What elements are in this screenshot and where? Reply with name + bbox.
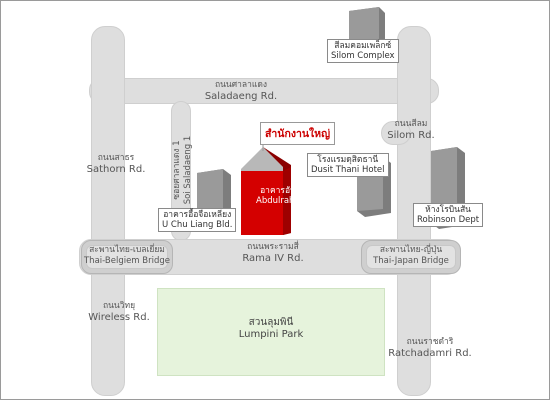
bridge-thai-belgium <box>81 240 173 274</box>
building-headquarters <box>241 147 291 235</box>
label-soi-saladaeng-en: Soi Saladaeng 1 <box>183 135 193 205</box>
label-u-chu-liang-thai: อาคารอื้อจือเหลียง <box>163 210 232 220</box>
label-thai-japan: สะพานไทย-ญี่ปุ่น Thai-Japan Bridge <box>361 245 461 267</box>
label-silom: ถนนสีลม Silom Rd. <box>381 119 441 141</box>
label-ratchadamri-thai: ถนนราชดำริ <box>406 337 454 347</box>
label-silom-complex-thai: สีลมคอมเพล็กซ์ <box>334 41 392 51</box>
label-dusit-thani: โรงแรมดุสิตธานี Dusit Thani Hotel <box>307 153 389 177</box>
label-ratchadamri-en: Ratchadamri Rd. <box>388 348 472 359</box>
label-rama-iv-en: Rama IV Rd. <box>242 253 304 264</box>
label-wireless-thai: ถนนวิทยุ <box>102 301 136 311</box>
label-thai-belgium: สะพานไทย-เบลเยี่ยม Thai-Belgiem Bridge <box>81 245 173 267</box>
label-lumpini-thai: สวนลุมพินี <box>248 317 294 328</box>
label-headquarters: สำนักงานใหญ่ <box>260 122 336 145</box>
label-robinson-thai: ห้างโรบินสัน <box>425 205 471 215</box>
label-u-chu-liang: อาคารอื้อจือเหลียง U Chu Liang Bld. <box>158 208 237 232</box>
label-dusit-thani-thai: โรงแรมดุสิตธานี <box>317 155 379 165</box>
label-soi-saladaeng: ซอยศาลาแดง 1 Soi Saladaeng 1 <box>172 125 194 215</box>
label-sathorn: ถนนสาธร Sathorn Rd. <box>76 153 156 175</box>
label-abdulrahim-thai: อาคารอับดุลราฮิม <box>260 186 327 196</box>
label-silom-thai: ถนนสีลม <box>394 119 428 129</box>
label-dusit-thani-en: Dusit Thani Hotel <box>311 165 385 175</box>
label-saladaeng-thai: ถนนศาลาแดง <box>214 80 268 90</box>
road-saladaeng <box>89 78 439 104</box>
label-robinson: ห้างโรบินสัน Robinson Dept <box>413 203 484 227</box>
label-thai-japan-en: Thai-Japan Bridge <box>373 256 449 266</box>
label-silom-complex: สีลมคอมเพล็กซ์ Silom Complex <box>327 39 399 63</box>
road-silom-stub <box>381 121 411 145</box>
label-lumpini-park: สวนลุมพินี Lumpini Park <box>157 317 385 341</box>
label-saladaeng: ถนนศาลาแดง Saladaeng Rd. <box>191 80 291 102</box>
label-saladaeng-en: Saladaeng Rd. <box>204 91 278 102</box>
label-abdulrahim-en: Abdulrahim Place <box>256 196 331 206</box>
label-sathorn-thai: ถนนสาธร <box>97 153 135 163</box>
label-thai-belgium-en: Thai-Belgiem Bridge <box>83 256 170 266</box>
label-abdulrahim: อาคารอับดุลราฮิม Abdulrahim Place <box>253 185 333 207</box>
label-silom-complex-en: Silom Complex <box>331 51 395 61</box>
lumpini-park <box>157 288 385 376</box>
label-sathorn-en: Sathorn Rd. <box>86 164 146 175</box>
label-rama-iv-thai: ถนนพระรามสี่ <box>247 242 299 252</box>
label-robinson-en: Robinson Dept <box>417 215 480 225</box>
label-u-chu-liang-en: U Chu Liang Bld. <box>162 220 233 230</box>
road-sathorn <box>91 26 125 396</box>
label-wireless: ถนนวิทยุ Wireless Rd. <box>79 301 159 323</box>
label-soi-saladaeng-thai: ซอยศาลาแดง 1 <box>172 140 182 200</box>
label-rama-iv: ถนนพระรามสี่ Rama IV Rd. <box>223 242 323 264</box>
label-silom-en: Silom Rd. <box>387 130 435 141</box>
label-wireless-en: Wireless Rd. <box>88 312 150 323</box>
label-thai-japan-thai: สะพานไทย-ญี่ปุ่น <box>379 245 443 255</box>
label-ratchadamri: ถนนราชดำริ Ratchadamri Rd. <box>385 337 475 359</box>
label-lumpini-en: Lumpini Park <box>238 329 304 340</box>
label-thai-belgium-thai: สะพานไทย-เบลเยี่ยม <box>89 245 165 255</box>
bridge-thai-japan <box>361 240 461 274</box>
